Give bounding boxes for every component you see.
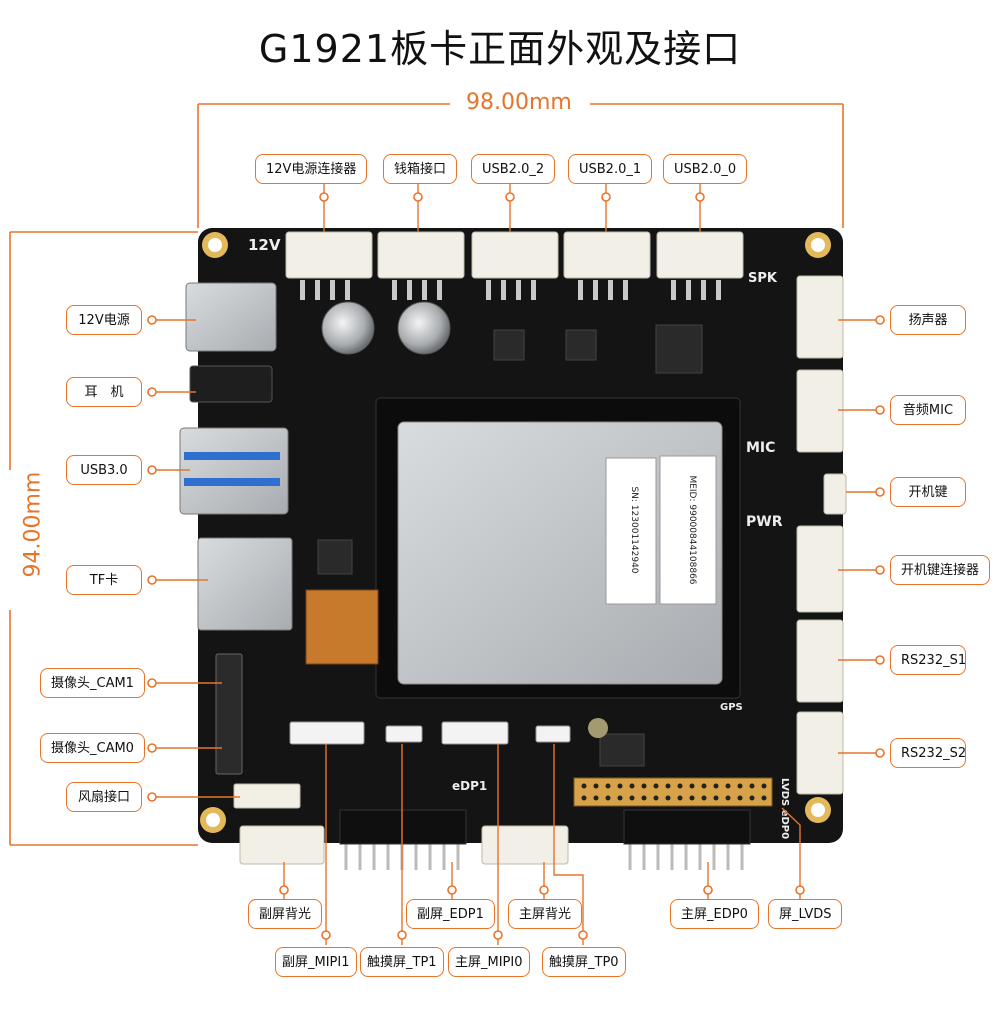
silk-spk: SPK: [748, 271, 778, 286]
label-main-edp0: 主屏_EDP0: [670, 899, 759, 929]
label-power-key: 开机键: [890, 477, 966, 507]
left-ports: [179, 282, 301, 809]
height-dimension: 94.00mm: [20, 471, 46, 578]
silk-lvds: LVDS eDP0: [779, 778, 790, 839]
label-power-key-connector: 开机键连接器: [890, 555, 991, 585]
label-tp0: 触摸屏_TP0: [542, 947, 626, 977]
silk-edp1: eDP1: [452, 779, 487, 793]
label-cam1: 摄像头_CAM1: [40, 668, 145, 698]
silk-gps: GPS: [720, 702, 743, 713]
label-speaker: 扬声器: [890, 305, 966, 335]
dimension-lines: [9, 103, 844, 846]
label-tp1: 触摸屏_TP1: [360, 947, 444, 977]
label-usb3: USB3.0: [66, 455, 142, 485]
label-headphone: 耳 机: [66, 377, 142, 407]
label-sub-edp1: 副屏_EDP1: [406, 899, 495, 929]
top-connectors: [285, 231, 744, 279]
label-mic: 音频MIC: [890, 395, 966, 425]
label-tf-card: TF卡: [66, 565, 142, 595]
width-dimension: 98.00mm: [458, 90, 580, 115]
label-usb2-1: USB2.0_1: [568, 154, 653, 184]
label-main-backlight: 主屏背光: [508, 899, 583, 929]
label-cam0: 摄像头_CAM0: [40, 733, 145, 763]
sn-text: SN: 123001142940: [629, 486, 639, 573]
pin-header-lvds: [581, 783, 767, 801]
label-12v-connector: 12V电源连接器: [255, 154, 368, 184]
label-main-mipi0: 主屏_MIPI0: [448, 947, 530, 977]
label-12v-power: 12V电源: [66, 305, 142, 335]
page-title: G1921板卡正面外观及接口: [258, 27, 742, 71]
label-sub-backlight: 副屏背光: [248, 899, 323, 929]
right-connectors: [796, 275, 847, 795]
label-lvds: 屏_LVDS: [768, 899, 843, 929]
label-cashbox: 钱箱接口: [383, 154, 458, 184]
meid-text: MEID: 99000844108866: [687, 475, 697, 584]
silk-mic: MIC: [746, 440, 775, 456]
label-usb2-0: USB2.0_0: [663, 154, 748, 184]
pcb-board: MEID: 99000844108866 SN: 123001142940: [179, 228, 847, 870]
label-usb2-2: USB2.0_2: [471, 154, 556, 184]
silk-pwr: PWR: [746, 514, 783, 530]
label-rs232-s1: RS232_S1: [890, 645, 966, 675]
silk-12v: 12V: [248, 236, 281, 254]
label-rs232-s2: RS232_S2: [890, 738, 966, 768]
leader-lines: [152, 182, 880, 945]
label-sub-mipi1: 副屏_MIPI1: [275, 947, 357, 977]
label-fan: 风扇接口: [66, 782, 142, 812]
leader-dots: [147, 192, 885, 940]
